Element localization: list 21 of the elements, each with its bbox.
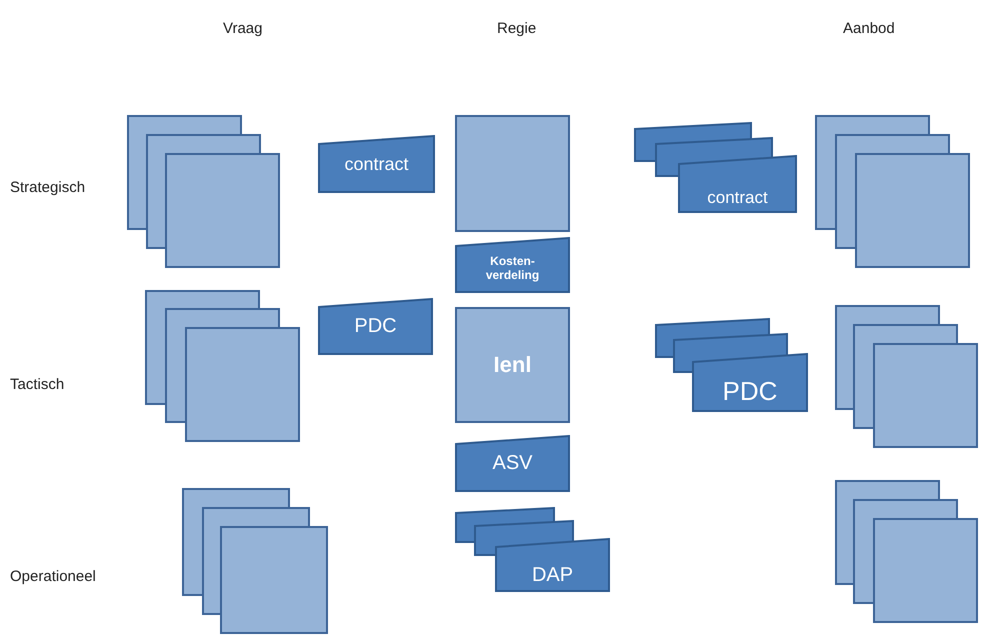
label-card: contract: [678, 155, 797, 213]
square-panel: [165, 153, 280, 268]
square-panel: [220, 526, 328, 634]
square-panel: [873, 518, 978, 623]
text-panel: Ienl: [455, 307, 570, 423]
label-card: ASV: [455, 435, 570, 492]
square-panel: [455, 115, 570, 232]
column-heading: Regie: [497, 20, 536, 37]
square-panel: [855, 153, 970, 268]
label-card: PDC: [318, 298, 433, 355]
column-heading: Vraag: [223, 20, 262, 37]
row-heading: Strategisch: [10, 179, 86, 196]
row-heading: Tactisch: [10, 376, 64, 393]
square-panel: [873, 343, 978, 448]
label-card: PDC: [692, 353, 808, 412]
column-heading: Aanbod: [843, 20, 895, 37]
label-card: Kosten-verdeling: [455, 237, 570, 293]
row-heading: Operationeel: [10, 568, 96, 585]
label-card: contract: [318, 135, 435, 193]
label-card: DAP: [495, 538, 610, 592]
square-panel: [185, 327, 300, 442]
